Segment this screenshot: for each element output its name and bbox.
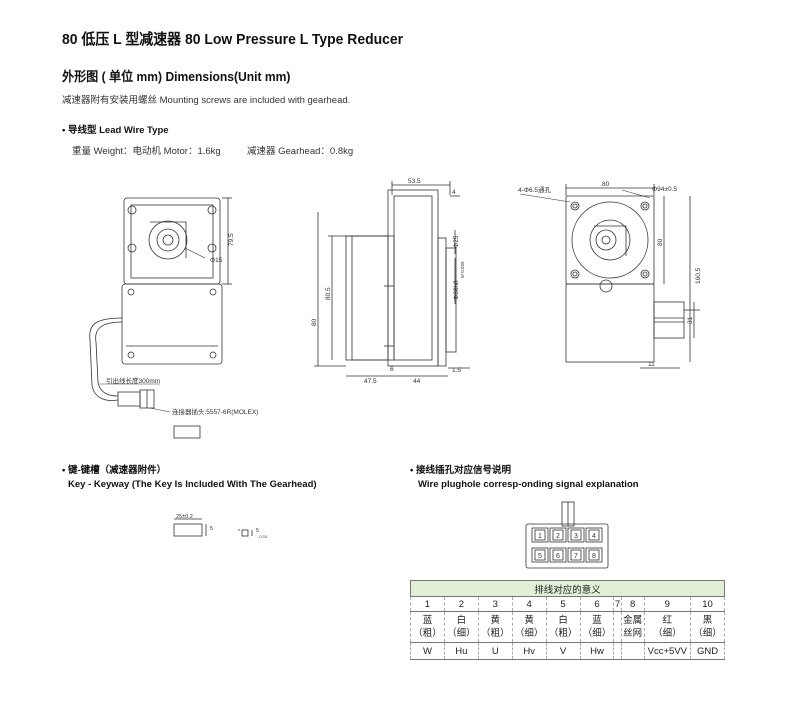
- pin-4: 4: [592, 533, 596, 540]
- holes-label: 4-Φ6.5通孔: [518, 185, 552, 194]
- pin-6: 6: [556, 553, 560, 560]
- signal-cell: Vcc+5VV: [643, 642, 692, 660]
- signal-table: 排线对应的意义 1 2 3 4 5 6 7 8 9 10 蓝（粗） 白（细） 黄…: [410, 580, 725, 660]
- dim-44: 44: [413, 378, 421, 385]
- connector-diagram: 1 2 3 4 5 6 7 8: [525, 501, 609, 569]
- dim-79-5: 79.5: [228, 233, 235, 246]
- col-number: 5: [545, 596, 581, 612]
- signal-cell: GND: [690, 642, 725, 660]
- dim-25: 25±0.2: [176, 514, 193, 520]
- keyway-drawing: [173, 425, 201, 439]
- rear-view: [519, 184, 700, 369]
- wire-color-cell: 蓝（粗）: [410, 611, 445, 643]
- dim-160-5: 160.5: [695, 267, 702, 284]
- signal-cell: W: [410, 642, 445, 660]
- weight-gearhead: 减速器 Gearhead：0.8kg: [247, 146, 354, 157]
- col-number: 1: [410, 596, 445, 612]
- dim-5a: 5: [210, 526, 213, 532]
- dim-80-right: 80: [657, 238, 664, 246]
- wire-color-cell: 黄（细）: [511, 611, 547, 643]
- dim-80-top: 80: [602, 181, 610, 188]
- dim-31: 31: [687, 316, 694, 324]
- plughole-heading-en: Wire plughole corresp-onding signal expl…: [418, 479, 639, 490]
- dim-5b: 5: [256, 528, 259, 534]
- plughole-heading: • 接线插孔对应信号说明: [410, 465, 511, 476]
- col-number: 8: [620, 596, 645, 612]
- dim-53-5: 53.5: [408, 178, 421, 185]
- col-number: 7: [613, 596, 622, 612]
- dim-80: 80: [311, 318, 318, 326]
- dim-47-5: 47.5: [364, 378, 377, 385]
- pin-1: 1: [538, 533, 542, 540]
- signal-cell: [613, 642, 622, 660]
- signal-cell: U: [477, 642, 513, 660]
- col-number: 10: [690, 596, 725, 612]
- mounting-note: 减速器附有安装用螺丝 Mounting screws are included …: [62, 95, 351, 106]
- wire-color-cell: 黑（细）: [690, 611, 725, 643]
- col-number: 9: [643, 596, 692, 612]
- dim-tolerance: 0/-0.039: [460, 261, 465, 278]
- pin-8: 8: [592, 553, 596, 560]
- wire-color-cell: 蓝（细）: [579, 611, 615, 643]
- pin-7: 7: [574, 553, 578, 560]
- page-title: 80 低压 L 型减速器 80 Low Pressure L Type Redu…: [62, 31, 404, 48]
- section-subtitle: 外形图 ( 单位 mm) Dimensions(Unit mm): [62, 69, 291, 84]
- wire-color-cell: 黄（粗）: [477, 611, 513, 643]
- wire-color-cell: 红（细）: [643, 611, 692, 643]
- dim-80-5: 80.5: [325, 287, 332, 300]
- lead-length-label: 引出线长度300mm: [106, 376, 160, 385]
- dim-11: 11: [648, 361, 655, 368]
- signal-table-title: 排线对应的意义: [410, 580, 725, 597]
- signal-cell: V: [545, 642, 581, 660]
- col-number: 2: [443, 596, 479, 612]
- col-number: 3: [477, 596, 513, 612]
- dim-phi38: Φ38h8: [453, 280, 460, 300]
- dim-phi94: Φ94±0.5: [652, 186, 677, 193]
- wire-color-cell: [613, 611, 622, 643]
- weight-motor: 重量 Weight：电动机 Motor：1.6kg: [72, 146, 221, 157]
- dim-phi15: Φ15: [210, 257, 223, 264]
- connector-label: 连接器插头:5557-6R(MOLEX): [172, 407, 258, 416]
- keyway-heading-en: Key - Keyway (The Key Is Included With T…: [68, 479, 317, 490]
- lead-wire-heading: • 导线型 Lead Wire Type: [62, 125, 169, 136]
- keyway-sketch: 25±0.2 5 5 -0.03: [173, 514, 268, 539]
- wire-color-cell: 金属丝网: [620, 611, 645, 643]
- signal-cell: Hw: [579, 642, 615, 660]
- dimension-drawing: 79.5 Φ15 引出线长度300mm 连接器插头:5557-6R(MOLEX)…: [89, 178, 702, 439]
- signal-cell: Hv: [511, 642, 547, 660]
- col-number: 6: [579, 596, 615, 612]
- signal-cell: Hu: [443, 642, 479, 660]
- keyway-tolerance: -0.03: [258, 534, 268, 539]
- front-view: [89, 197, 232, 413]
- dim-1-5: 1.5: [452, 367, 461, 374]
- pin-5: 5: [538, 553, 542, 560]
- dim-phi25: Φ25: [453, 235, 460, 248]
- wire-color-cell: 白（粗）: [545, 611, 581, 643]
- signal-cell: [620, 642, 645, 660]
- dim-6: 6: [390, 366, 394, 373]
- side-view: [314, 181, 470, 377]
- wire-color-cell: 白（细）: [443, 611, 479, 643]
- col-number: 4: [511, 596, 547, 612]
- keyway-heading: • 键-键槽（减速器附件）: [62, 465, 167, 476]
- pin-2: 2: [556, 533, 560, 540]
- pin-3: 3: [574, 533, 578, 540]
- dim-4: 4: [452, 189, 456, 196]
